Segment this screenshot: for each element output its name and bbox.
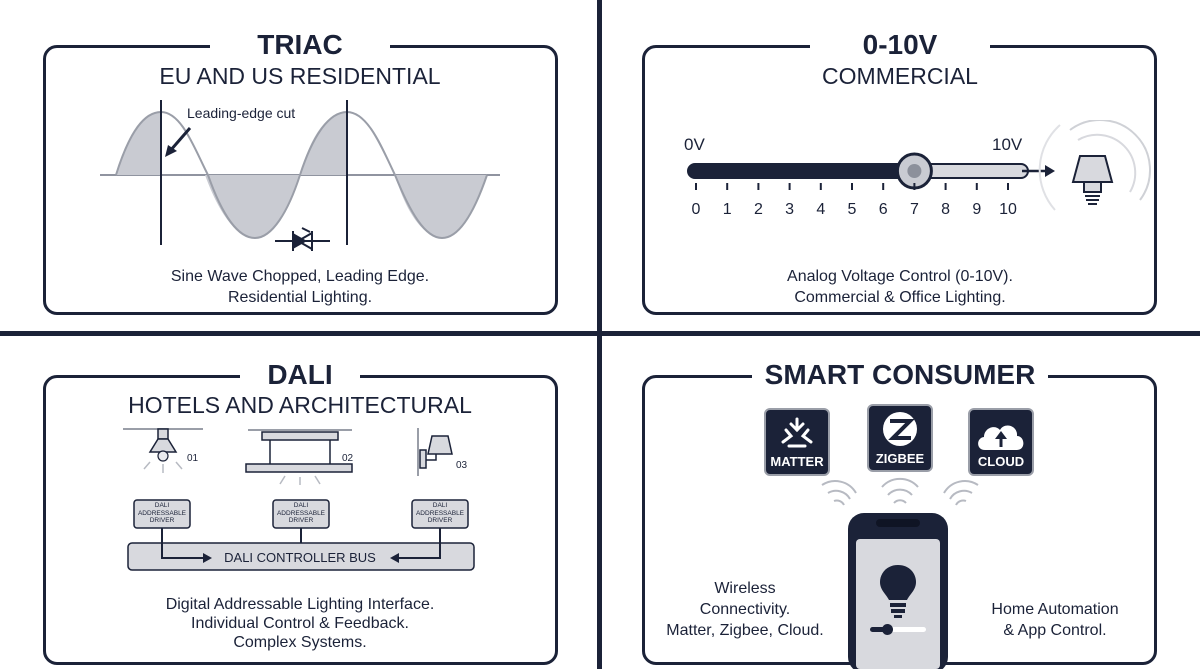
tick-label-7: 7 (910, 201, 919, 218)
tick-label-3: 3 (785, 201, 794, 218)
triac-subtitle: EU AND US RESIDENTIAL (159, 63, 441, 89)
wireless-signals (821, 477, 979, 506)
zero-ten-subtitle: COMMERCIAL (822, 63, 978, 89)
smart-right-caption-2: & App Control. (1003, 622, 1107, 639)
linear-fixture-icon (245, 429, 353, 485)
smartphone (848, 513, 948, 669)
matter-icon (781, 417, 813, 448)
signal-icon-right (943, 480, 979, 506)
zero-ten-caption-2: Commercial & Office Lighting. (794, 289, 1006, 306)
phone-brightness-track (870, 627, 926, 632)
cloud-upload-icon (978, 425, 1024, 450)
smart-left-caption-3: Matter, Zigbee, Cloud. (666, 622, 824, 639)
tick-label-2: 2 (754, 201, 763, 218)
smart-left-caption-1: Wireless (714, 580, 776, 597)
triac-caption-1: Sine Wave Chopped, Leading Edge. (170, 268, 430, 285)
pendant-light-icon (123, 428, 203, 473)
smart-right-caption-1: Home Automation (991, 601, 1119, 618)
triac-annotation: Leading-edge cut (187, 105, 296, 121)
shaded-lobe-2 (205, 175, 300, 238)
dali-bus-diagram (123, 428, 475, 571)
phone-brightness-fill (870, 627, 887, 632)
signal-icon-center (881, 477, 919, 504)
triac-title: TRIAC (210, 28, 390, 62)
signal-icon-left (821, 480, 857, 506)
fixture-number-2: 02 (342, 453, 354, 464)
tick-marks: 0 1 2 3 4 5 6 7 8 9 10 (692, 183, 1017, 218)
voltage-min-label: 0V (684, 135, 705, 154)
sine-outline (115, 110, 488, 240)
shaded-lobe-3 (300, 112, 347, 175)
slider-fill (688, 164, 915, 178)
smart-title: SMART CONSUMER (752, 358, 1048, 392)
badge-matter-label: MATTER (770, 454, 824, 469)
badge-matter[interactable]: MATTER (764, 408, 830, 476)
zero-ten-caption-1: Analog Voltage Control (0-10V). (787, 268, 1013, 285)
voltage-max-label: 10V (992, 135, 1023, 154)
bus-connector-1 (161, 528, 204, 559)
triac-caption-2: Residential Lighting. (227, 289, 373, 306)
tick-label-1: 1 (723, 201, 732, 218)
phone-screen (856, 539, 940, 669)
smart-left-caption-2: Connectivity. (699, 601, 791, 618)
annotation-arrow (168, 127, 192, 152)
chopped-area-1 (116, 112, 161, 175)
arrow-to-lamp-head (1045, 165, 1055, 177)
tick-label-6: 6 (879, 201, 888, 218)
tick-label-10: 10 (999, 201, 1017, 218)
tick-label-8: 8 (941, 201, 950, 218)
wall-sconce-icon (417, 428, 453, 476)
badge-zigbee-label: ZIGBEE (875, 451, 925, 466)
tick-label-4: 4 (816, 201, 825, 218)
badge-cloud[interactable]: CLOUD (968, 408, 1034, 476)
dali-caption-1: Digital Addressable Lighting Interface. (165, 596, 435, 613)
bus-label: DALI CONTROLLER BUS (224, 550, 376, 565)
badge-zigbee[interactable]: ZIGBEE (867, 404, 933, 472)
phone-brightness-knob[interactable] (881, 624, 893, 635)
dali-caption-3: Complex Systems. (233, 634, 367, 651)
voltage-slider-diagram: 0 1 2 3 4 5 6 7 8 9 10 (687, 120, 1151, 218)
tick-label-9: 9 (972, 201, 981, 218)
badge-cloud-label: CLOUD (977, 454, 1025, 469)
phone-notch (876, 519, 920, 527)
horizontal-divider (0, 331, 1200, 336)
dali-caption-2: Individual Control & Feedback. (191, 615, 409, 632)
tick-label-5: 5 (848, 201, 857, 218)
triac-waveform-diagram (100, 100, 500, 251)
zero-ten-title: 0-10V (810, 28, 990, 62)
annotation-arrowhead (165, 145, 177, 157)
slider-knob[interactable] (895, 152, 933, 190)
lamp-bulb-icon (1038, 120, 1151, 211)
dali-title: DALI (240, 358, 360, 392)
lightbulb-icon (880, 565, 916, 618)
fixture-number-3: 03 (456, 460, 468, 471)
dali-subtitle: HOTELS AND ARCHITECTURAL (128, 392, 472, 418)
bus-connector-3 (398, 528, 441, 559)
tick-label-0: 0 (692, 201, 701, 218)
triac-symbol-icon (275, 227, 330, 251)
zigbee-icon (883, 412, 917, 446)
fixture-number-1: 01 (187, 453, 199, 464)
